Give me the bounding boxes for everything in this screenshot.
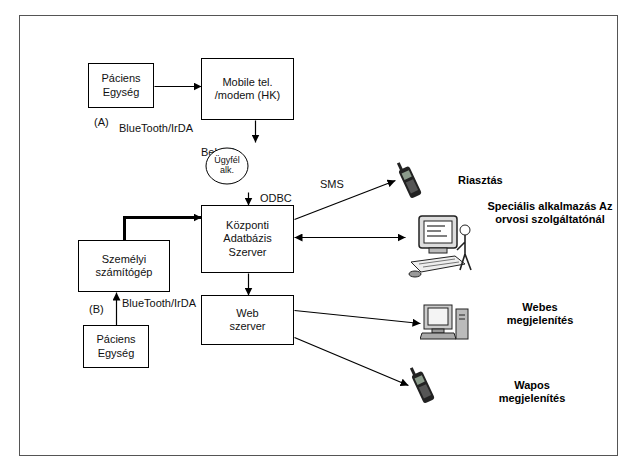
phone-icon bbox=[408, 365, 436, 405]
icon-caption: Wapos megjelenítés bbox=[488, 379, 576, 405]
part-letter: (B) bbox=[88, 303, 105, 316]
phone-node: Riasztás bbox=[395, 160, 423, 200]
connector-arrow bbox=[295, 181, 396, 220]
node-text: Ügyfél alk. bbox=[207, 156, 247, 176]
link-label: BlueTooth/IrDA bbox=[121, 297, 197, 310]
icon-caption: Webes megjelenítés bbox=[496, 301, 584, 327]
connector-arrow bbox=[248, 274, 249, 296]
connector-arrow bbox=[125, 218, 202, 241]
outer-frame bbox=[20, 16, 618, 456]
connector-arrow bbox=[155, 86, 202, 87]
phone-icon bbox=[395, 160, 423, 200]
node-text: Mobile tel. /modem (HK) bbox=[213, 76, 283, 102]
part-letter: (A) bbox=[93, 116, 110, 129]
connector-arrow bbox=[248, 193, 249, 206]
node-text: Központi Adatbázis Szerver bbox=[217, 219, 279, 259]
icon-caption: Riasztás bbox=[458, 174, 548, 187]
process-box: Személyi számítógép bbox=[78, 240, 170, 292]
node-text: Személyi számítógép bbox=[85, 253, 163, 279]
link-label: BlueTooth/IrDA bbox=[118, 122, 194, 135]
pc-node: Webes megjelenítés bbox=[420, 303, 470, 343]
connector-arrow bbox=[295, 338, 409, 386]
node-text: Páciens Egység bbox=[90, 333, 142, 359]
database-box: Központi Adatbázis Szerver bbox=[201, 205, 294, 273]
edge-label: ODBC bbox=[259, 192, 293, 205]
node-text: Páciens Egység bbox=[95, 72, 147, 98]
process-box: Mobile tel. /modem (HK) bbox=[201, 58, 294, 120]
process-box: Páciens Egység bbox=[88, 63, 154, 108]
connector-arrow bbox=[295, 237, 406, 238]
process-box: Páciens Egység bbox=[83, 325, 149, 368]
edge-label: SMS bbox=[319, 178, 345, 191]
process-box: BehívóÜgyfél alk. bbox=[201, 142, 308, 192]
process-box: Web szerver bbox=[201, 295, 294, 345]
icon-caption: Speciális alkalmazás Az orvosi szolgálta… bbox=[485, 200, 615, 226]
connector-arrow bbox=[116, 293, 117, 326]
client-oval: Ügyfél alk. bbox=[205, 147, 249, 185]
connector-arrow bbox=[255, 121, 256, 143]
workstation-node: Speciális alkalmazás Az orvosi szolgálta… bbox=[405, 212, 475, 282]
node-text: Web szerver bbox=[228, 307, 268, 333]
workstation-icon bbox=[405, 212, 475, 282]
pc-icon bbox=[420, 303, 470, 343]
connector-arrow bbox=[295, 311, 421, 324]
phone-node: Wapos megjelenítés bbox=[408, 365, 436, 405]
